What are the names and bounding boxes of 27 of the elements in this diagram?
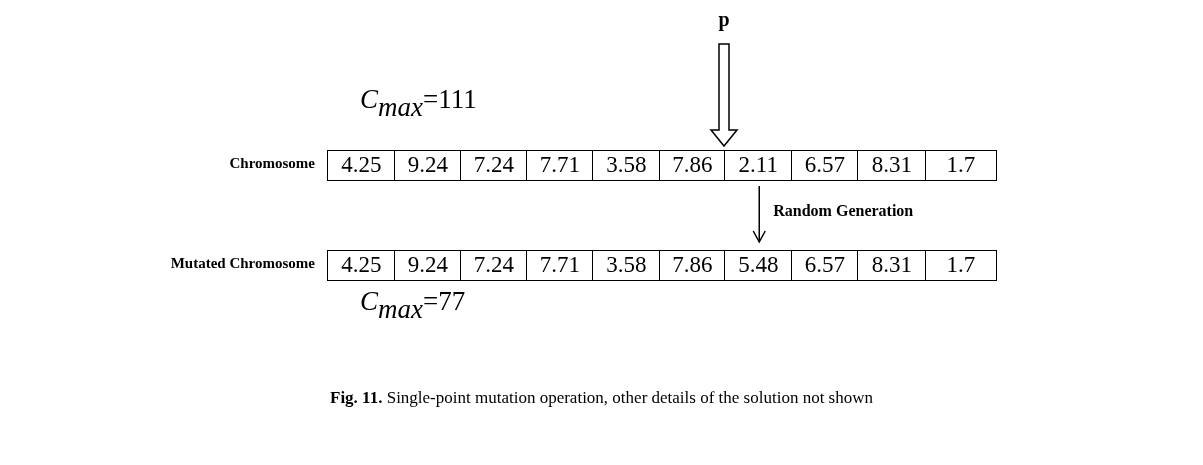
arrow xyxy=(752,185,766,243)
gene-cell: 9.24 xyxy=(394,250,462,281)
gene-cell: 1.7 xyxy=(925,250,997,281)
gene-cell: 6.57 xyxy=(791,250,859,281)
gene-cell: 8.31 xyxy=(857,150,927,181)
point-label: p xyxy=(714,8,734,32)
gene-cell: 7.71 xyxy=(526,150,594,181)
row-label: Mutated Chromosome xyxy=(169,255,315,272)
gene-cell: 7.71 xyxy=(526,250,594,281)
row-label: Chromosome xyxy=(228,155,315,172)
gene-cell: 7.86 xyxy=(659,250,726,281)
gene-cell: 2.11 xyxy=(724,150,793,181)
gene-cell: 3.58 xyxy=(592,250,661,281)
gene-cell: 8.31 xyxy=(857,250,927,281)
gene-cell: 4.25 xyxy=(327,250,396,281)
pointer-arrow xyxy=(709,43,739,148)
gene-cell: 6.57 xyxy=(791,150,859,181)
gene-cell: 7.86 xyxy=(659,150,726,181)
gene-cell: 4.25 xyxy=(327,150,396,181)
edge-label: Random Generation xyxy=(773,202,914,220)
gene-cell: 5.48 xyxy=(724,250,793,281)
gene-cell: 7.24 xyxy=(460,150,528,181)
figure-caption: Fig. 11. Single-point mutation operation, other details of the solution not shown xyxy=(330,388,873,407)
gene-cell: 9.24 xyxy=(394,150,462,181)
gene-cell: 1.7 xyxy=(925,150,997,181)
gene-cell: 3.58 xyxy=(592,150,661,181)
gene-cell: 7.24 xyxy=(460,250,528,281)
